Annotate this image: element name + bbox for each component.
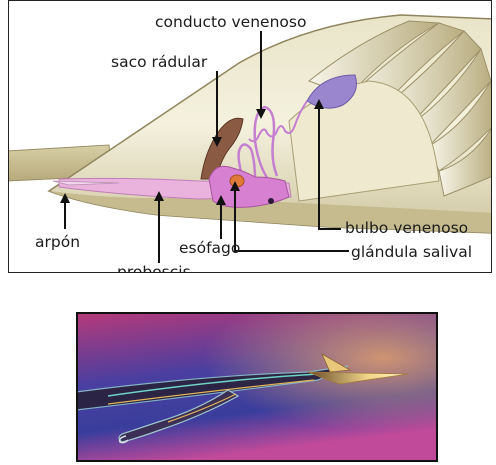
label-saco-radular: saco rádular	[111, 53, 208, 71]
label-esofago: esófago	[179, 239, 240, 257]
harpoon-micrograph	[78, 314, 436, 460]
label-proboscis: proboscis	[117, 263, 191, 273]
organ-dot	[268, 198, 274, 204]
anatomy-diagram: conducto venenoso saco rádular bulbo ven…	[9, 1, 492, 273]
label-arpon: arpón	[35, 233, 80, 251]
label-glandula-salival: glándula salival	[351, 243, 472, 261]
label-bulbo-venenoso: bulbo venenoso	[345, 219, 468, 237]
cone-snail-anatomy-panel: conducto venenoso saco rádular bulbo ven…	[8, 0, 492, 273]
harpoon-micrograph-panel	[76, 312, 438, 462]
label-conducto-venenoso: conducto venenoso	[155, 13, 306, 31]
